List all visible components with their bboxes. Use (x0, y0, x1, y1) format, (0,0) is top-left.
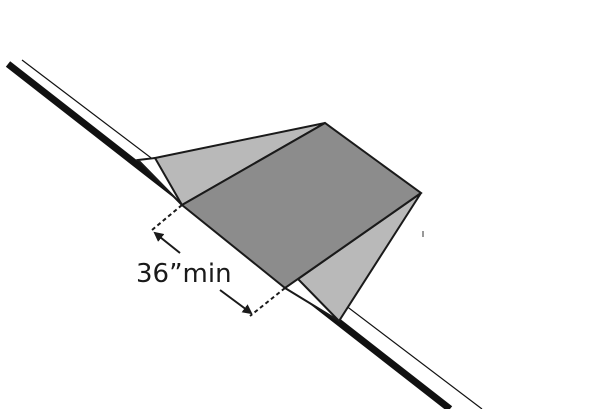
dimension-arrow-bottom (219, 289, 253, 315)
dimension-arrow-top (153, 231, 181, 254)
dimension-label: 36”min (136, 259, 232, 289)
extension-line-top (151, 204, 183, 231)
extension-line-bottom (249, 287, 286, 317)
ramp-landing (180, 121, 423, 290)
